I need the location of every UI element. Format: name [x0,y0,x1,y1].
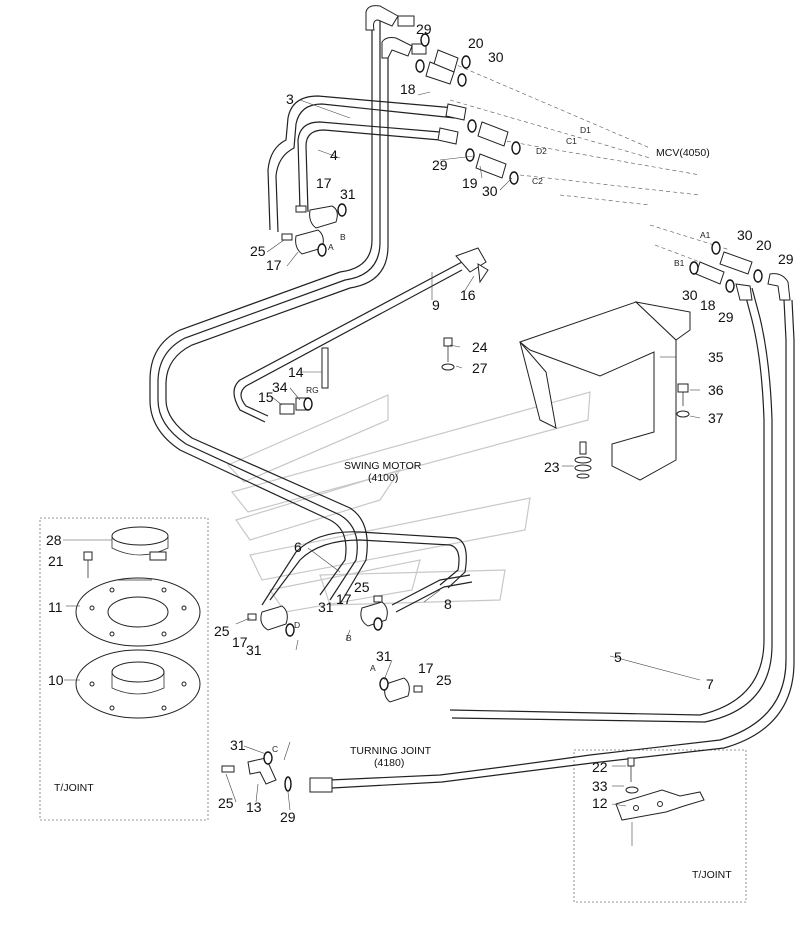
port-b1: B1 [674,258,685,268]
part-8: 8 [444,596,452,612]
part-17-a: 17 [316,175,332,191]
part-14: 14 [288,364,304,380]
tjoint-left-parts [75,526,201,719]
part-25-e: 25 [436,672,452,688]
part-31-a: 31 [340,186,356,202]
part-16: 16 [460,287,476,303]
part-12: 12 [592,795,608,811]
leader-lines [63,91,701,846]
port-d1: D1 [580,125,591,135]
part-23: 23 [544,459,560,475]
part-7: 7 [706,676,714,692]
part-30-top: 30 [488,49,504,65]
port-b-top: B [340,232,346,242]
part-30-right-2: 30 [682,287,698,303]
part-22: 22 [592,759,608,775]
part-31-e: 31 [376,648,392,664]
part-number-labels: 29 20 30 18 3 4 29 19 30 17 31 25 17 30 … [46,21,794,825]
fittings [221,5,791,793]
part-29-top: 29 [416,21,432,37]
part-29-f: 29 [280,809,296,825]
part-5: 5 [614,649,622,665]
port-rg: RG [306,385,319,395]
part-33: 33 [592,778,608,794]
port-b-mid: B [346,633,352,643]
part-24: 24 [472,339,488,355]
part-10: 10 [48,672,64,688]
part-17-d: 17 [232,634,248,650]
tjoint-right-label: T/JOINT [692,869,732,881]
port-c2: C2 [532,176,543,186]
part-29-right-2: 29 [718,309,734,325]
part-27: 27 [472,360,488,376]
part-29-mid: 29 [432,157,448,173]
part-25-c: 25 [354,579,370,595]
mcv-connection-lines [444,59,731,263]
part-4: 4 [330,147,338,163]
port-c1: C1 [566,136,577,146]
tjoint-left-label: T/JOINT [54,782,94,794]
part-20-right: 20 [756,237,772,253]
part-30-right: 30 [737,227,753,243]
part-15: 15 [258,389,274,405]
part-30-mid: 30 [482,183,498,199]
turning-joint-code: (4180) [374,757,404,769]
watermark-logo [226,391,591,613]
part-18-right: 18 [700,297,716,313]
part-11: 11 [48,599,63,615]
part-6: 6 [294,539,302,555]
port-d2: D2 [536,146,547,156]
part-35: 35 [708,349,724,365]
part-19: 19 [462,175,478,191]
part-29-right-1: 29 [778,251,794,267]
part-31-c: 31 [318,599,334,615]
port-c-low: C [272,744,278,754]
part-9: 9 [432,297,440,313]
part-36: 36 [708,382,724,398]
tjoint-right-box [573,749,747,903]
port-labels: D1 C1 D2 C2 A1 B1 A B RG B D A C [272,125,711,754]
swing-motor-code: (4100) [368,472,398,484]
swing-motor-label: SWING MOTOR [344,460,422,472]
part-37: 37 [708,410,724,426]
tjoint-left-box [39,517,209,821]
part-21: 21 [48,553,64,569]
port-d-mid: D [294,620,300,630]
hose-bundle [149,14,795,789]
part-13: 13 [246,799,262,815]
part-31-f: 31 [230,737,246,753]
tjoint-right-parts [615,757,705,821]
part-34: 34 [272,379,288,395]
part-17-e: 17 [418,660,434,676]
part-31-d: 31 [246,642,262,658]
part-25-d: 25 [214,623,230,639]
part-17-c: 17 [336,591,352,607]
turning-joint-label: TURNING JOINT [350,745,432,757]
part-28: 28 [46,532,62,548]
part-17-b: 17 [266,257,282,273]
o-rings [263,33,763,792]
port-a-top: A [328,242,334,252]
part-25-a: 25 [250,243,266,259]
part-25-f: 25 [218,795,234,811]
port-a-mid: A [370,663,376,673]
port-a1: A1 [700,230,711,240]
part-18-top: 18 [400,81,416,97]
part-3: 3 [286,91,294,107]
mcv-label: MCV(4050) [656,147,710,159]
part-20-top: 20 [468,35,484,51]
component-labels: MCV(4050) SWING MOTOR (4100) TURNING JOI… [54,147,732,881]
